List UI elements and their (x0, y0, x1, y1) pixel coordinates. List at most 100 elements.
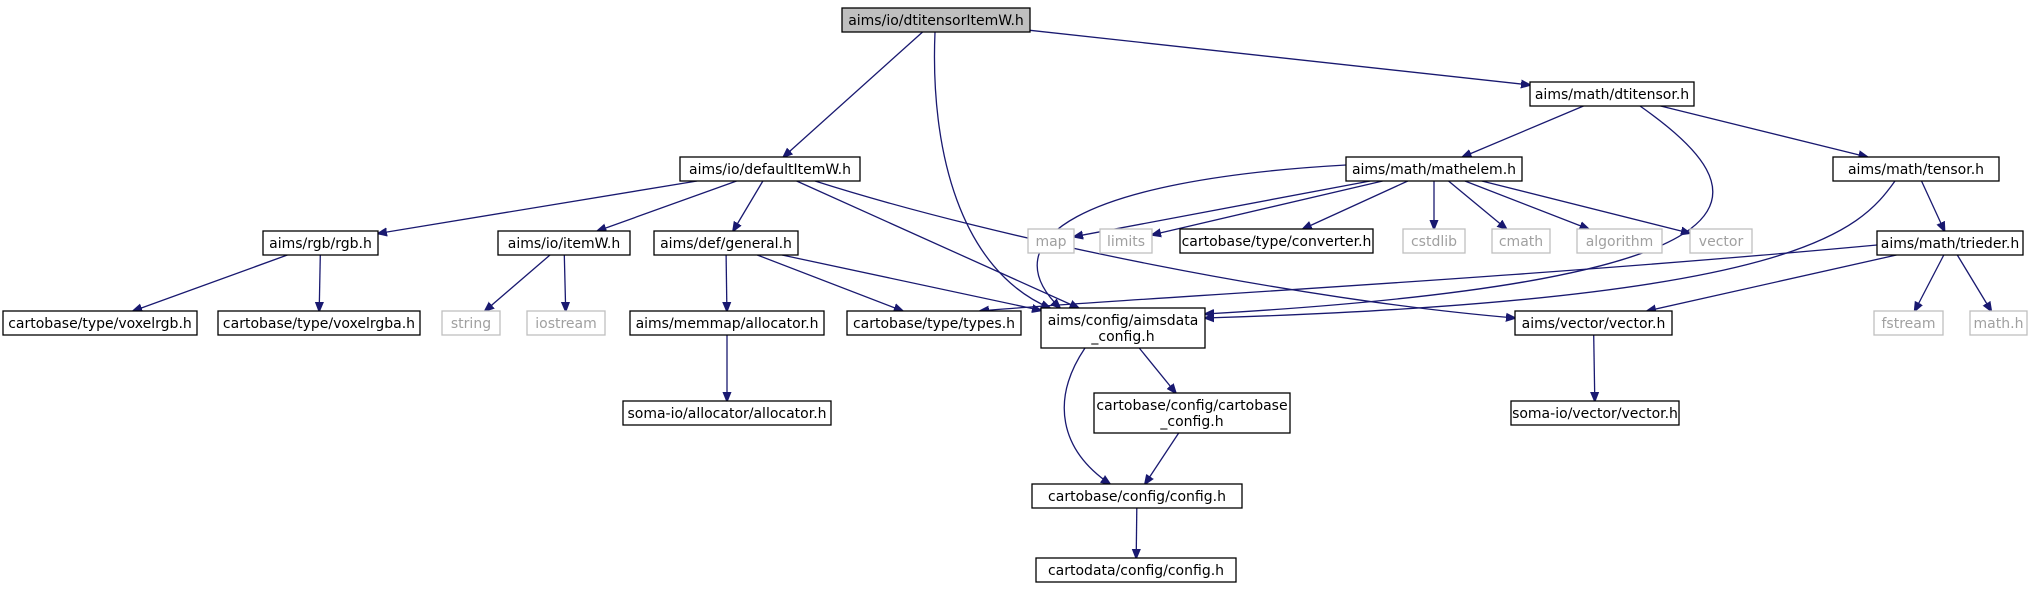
node-general[interactable]: aims/def/general.h (653, 230, 799, 256)
node-aimsdataconfig[interactable]: aims/config/aimsdata_config.h (1040, 307, 1206, 349)
edge-mathelem-to-aimsdataconfig (1036, 164, 1347, 308)
node-label: aims/io/itemW.h (508, 236, 620, 252)
node-cartobaseconfig[interactable]: cartobase/config/cartobase_config.h (1093, 392, 1291, 434)
node-label: aims/math/trieder.h (1881, 236, 2019, 252)
edge-dtitensor-to-aimsdataconfig (1205, 105, 1714, 314)
node-somavector[interactable]: soma-io/vector/vector.h (1510, 400, 1680, 426)
node-label: aims/io/dtitensorItemW.h (848, 13, 1024, 29)
edge-trieder-to-mathh (1956, 254, 1991, 311)
node-box (1027, 228, 1075, 254)
node-box (1099, 228, 1153, 254)
node-trieder[interactable]: aims/math/trieder.h (1876, 230, 2024, 256)
node-box (1969, 310, 2028, 336)
node-box (1179, 228, 1374, 254)
node-label: aims/config/aimsdata (1048, 313, 1199, 329)
node-label: aims/math/tensor.h (1848, 162, 1984, 178)
node-box (679, 156, 861, 182)
node-mathh: math.h (1969, 310, 2028, 336)
node-label: _config.h (1159, 414, 1223, 430)
node-allocator[interactable]: aims/memmap/allocator.h (629, 310, 825, 336)
edge-cartobaseconfig-to-config (1145, 432, 1180, 484)
node-cartodataconfig[interactable]: cartodata/config/config.h (1035, 557, 1237, 583)
node-box (1529, 81, 1695, 107)
node-box (2, 310, 198, 336)
edge-general-to-types (756, 254, 903, 311)
edge-defaultitemw-to-general (733, 180, 764, 231)
node-aimsvector[interactable]: aims/vector/vector.h (1514, 310, 1673, 336)
node-box (497, 230, 631, 256)
node-label: limits (1107, 234, 1145, 250)
node-algorithm: algorithm (1576, 228, 1663, 254)
edge-itemw-to-string (485, 254, 551, 311)
node-label: aims/io/defaultItemW.h (689, 162, 851, 178)
node-box (1832, 156, 2000, 182)
node-box (629, 310, 825, 336)
edge-mathelem-to-algorithm (1464, 180, 1589, 229)
node-box (846, 310, 1022, 336)
node-box (262, 230, 379, 256)
edge-dtitensoritemw-to-defaultitemw (783, 31, 924, 157)
node-label: cartobase/type/voxelrgba.h (223, 316, 415, 332)
node-box (622, 400, 832, 426)
node-dtitensoritemw[interactable]: aims/io/dtitensorItemW.h (841, 7, 1031, 33)
nodes: aims/io/dtitensorItemW.h aims/io/defaultI… (2, 7, 2028, 583)
node-defaultitemw[interactable]: aims/io/defaultItemW.h (679, 156, 861, 182)
node-label: aims/rgb/rgb.h (269, 236, 372, 252)
node-label: cartobase/type/types.h (853, 316, 1015, 332)
edge-trieder-to-fstream (1915, 254, 1945, 311)
node-label: map (1035, 234, 1066, 250)
node-cstdlib: cstdlib (1402, 228, 1466, 254)
edge-mathelem-to-map (1074, 180, 1371, 237)
node-label: aims/math/mathelem.h (1352, 162, 1516, 178)
edge-aimsdataconfig-to-config (1063, 347, 1110, 484)
edge-itemw-to-iostream (564, 254, 565, 311)
node-itemw[interactable]: aims/io/itemW.h (497, 230, 631, 256)
node-label: string (451, 316, 491, 332)
edge-dtitensor-to-tensor (1660, 105, 1868, 157)
node-converter[interactable]: cartobase/type/converter.h (1179, 228, 1374, 254)
node-label: aims/math/dtitensor.h (1535, 87, 1689, 103)
node-label: cartodata/config/config.h (1048, 563, 1224, 579)
node-label: cartobase/config/config.h (1048, 489, 1226, 505)
node-label: vector (1699, 234, 1744, 250)
node-voxelrgba[interactable]: cartobase/type/voxelrgba.h (217, 310, 421, 336)
node-label: iostream (535, 316, 597, 332)
node-box (1491, 228, 1551, 254)
edge-tensor-to-aimsdataconfig (1205, 180, 1896, 318)
node-tensor[interactable]: aims/math/tensor.h (1832, 156, 2000, 182)
node-box (1031, 483, 1243, 509)
node-label: cartobase/type/voxelrgb.h (8, 316, 192, 332)
node-box (1035, 557, 1237, 583)
node-types[interactable]: cartobase/type/types.h (846, 310, 1022, 336)
node-label: cartobase/config/cartobase (1096, 398, 1287, 414)
edge-trieder-to-types (980, 244, 1878, 311)
edge-rgb-to-voxelrgba (319, 254, 320, 311)
edge-mathelem-to-converter (1303, 180, 1409, 229)
node-box (1514, 310, 1673, 336)
node-rgb[interactable]: aims/rgb/rgb.h (262, 230, 379, 256)
node-box (1093, 392, 1291, 434)
node-label: cmath (1499, 234, 1543, 250)
edge-aimsdataconfig-to-cartobaseconfig (1138, 347, 1176, 393)
edge-defaultitemw-to-itemw (597, 180, 737, 231)
node-fstream: fstream (1873, 310, 1944, 336)
edge-rgb-to-voxelrgb (133, 254, 288, 311)
edge-tensor-to-trieder (1920, 180, 1945, 231)
node-label: cstdlib (1411, 234, 1457, 250)
node-voxelrgb[interactable]: cartobase/type/voxelrgb.h (2, 310, 198, 336)
node-dtitensor[interactable]: aims/math/dtitensor.h (1529, 81, 1695, 107)
node-label: aims/def/general.h (660, 236, 792, 252)
edge-dtitensoritemw-to-dtitensor (1029, 29, 1530, 85)
edge-mathelem-to-limits (1152, 180, 1383, 235)
node-box (653, 230, 799, 256)
node-box (1876, 230, 2024, 256)
node-label: soma-io/vector/vector.h (1512, 406, 1678, 422)
node-box (1873, 310, 1944, 336)
node-box (1345, 156, 1523, 182)
node-box (1402, 228, 1466, 254)
node-config[interactable]: cartobase/config/config.h (1031, 483, 1243, 509)
node-mathelem[interactable]: aims/math/mathelem.h (1345, 156, 1523, 182)
node-somaallocator[interactable]: soma-io/allocator/allocator.h (622, 400, 832, 426)
node-box (1689, 228, 1753, 254)
node-label: cartobase/type/converter.h (1182, 234, 1372, 250)
